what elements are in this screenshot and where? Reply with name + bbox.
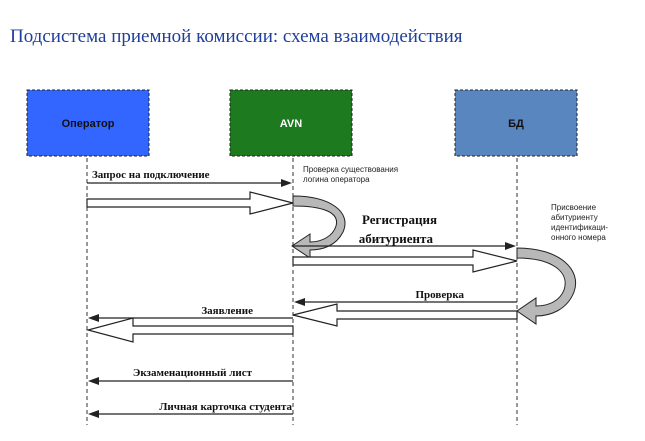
connect-request-label: Запрос на подключение <box>92 169 210 181</box>
avn-label: AVN <box>280 118 302 130</box>
student-card-arrow <box>88 410 293 418</box>
application-arrow <box>85 314 294 343</box>
db-note-line3: идентификаци- <box>551 223 608 232</box>
db-note-line1: Присвоение <box>551 203 597 212</box>
exam-sheet-arrow <box>88 377 293 385</box>
check-arrow <box>292 298 518 327</box>
exam-sheet-label: Экзаменационный лист <box>133 367 253 379</box>
application-label: Заявление <box>201 305 253 317</box>
db-label: БД <box>508 118 524 130</box>
avn-box: AVN <box>229 89 353 157</box>
db-self-arrow <box>516 247 577 325</box>
registration-label-line1: Регистрация <box>362 212 437 227</box>
avn-self-check-arrow <box>291 195 346 259</box>
db-note-line2: абитуриенту <box>551 213 598 222</box>
registration-arrow <box>292 242 518 273</box>
operator-label: Оператор <box>62 118 115 130</box>
avn-note-line1: Проверка существования <box>303 165 398 174</box>
page-title: Подсистема приемной комиссии: схема взаи… <box>10 26 463 47</box>
registration-label-line2: абитуриента <box>359 231 434 246</box>
db-box: БД <box>454 89 578 157</box>
check-label: Проверка <box>415 289 464 301</box>
db-note-line4: онного номера <box>551 233 606 242</box>
operator-box: Оператор <box>26 89 150 157</box>
connect-request-arrow <box>86 179 294 215</box>
student-card-label: Личная карточка студента <box>159 401 292 413</box>
avn-note-line2: логина оператора <box>303 175 370 184</box>
